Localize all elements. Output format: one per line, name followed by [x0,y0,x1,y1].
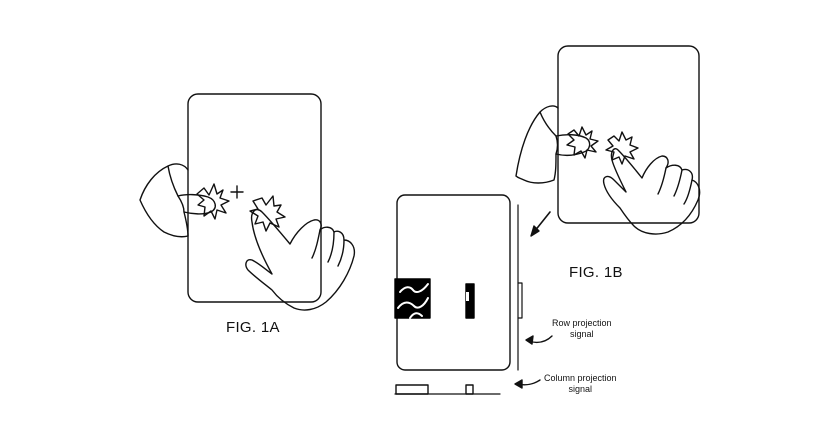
column-projection-pulse-left [395,384,429,395]
fig-1b-left-hand [515,105,591,184]
fig-1a-touch-burst-right [249,195,286,232]
fig-1a-right-hand [245,208,356,311]
fig-1a-plus-sign [230,185,244,199]
fig-1b-caption: FIG. 1B [569,264,623,281]
row-projection-pulse [517,282,523,319]
fig-1b-upper-drawing [515,45,701,237]
row-projection-label-line2: signal [570,329,594,339]
touch-blob-left [394,278,431,319]
fig-1a-drawing [139,93,356,311]
fig-1b-touch-burst-right [605,131,639,165]
fig-1a-left-hand [139,163,216,238]
fig-1b-touch-burst-left [566,126,599,159]
fig-1b-upper-tablet [557,45,700,224]
row-projection-label: Row projection signal [552,318,612,340]
column-projection-label-line2: signal [568,384,593,394]
fig-1a-tablet [187,93,322,303]
fig-1a-caption: FIG. 1A [226,319,280,336]
fig-1a-touch-burst-left [196,183,230,220]
fig-1b-lower-drawing [394,194,553,395]
column-projection-label: Column projection signal [544,373,617,395]
touch-blob-right [465,283,475,319]
row-projection-label-line1: Row projection [552,318,612,328]
column-projection-pulse-right [465,384,474,395]
fig-1b-right-hand [602,148,701,235]
column-projection-label-line1: Column projection [544,373,617,383]
